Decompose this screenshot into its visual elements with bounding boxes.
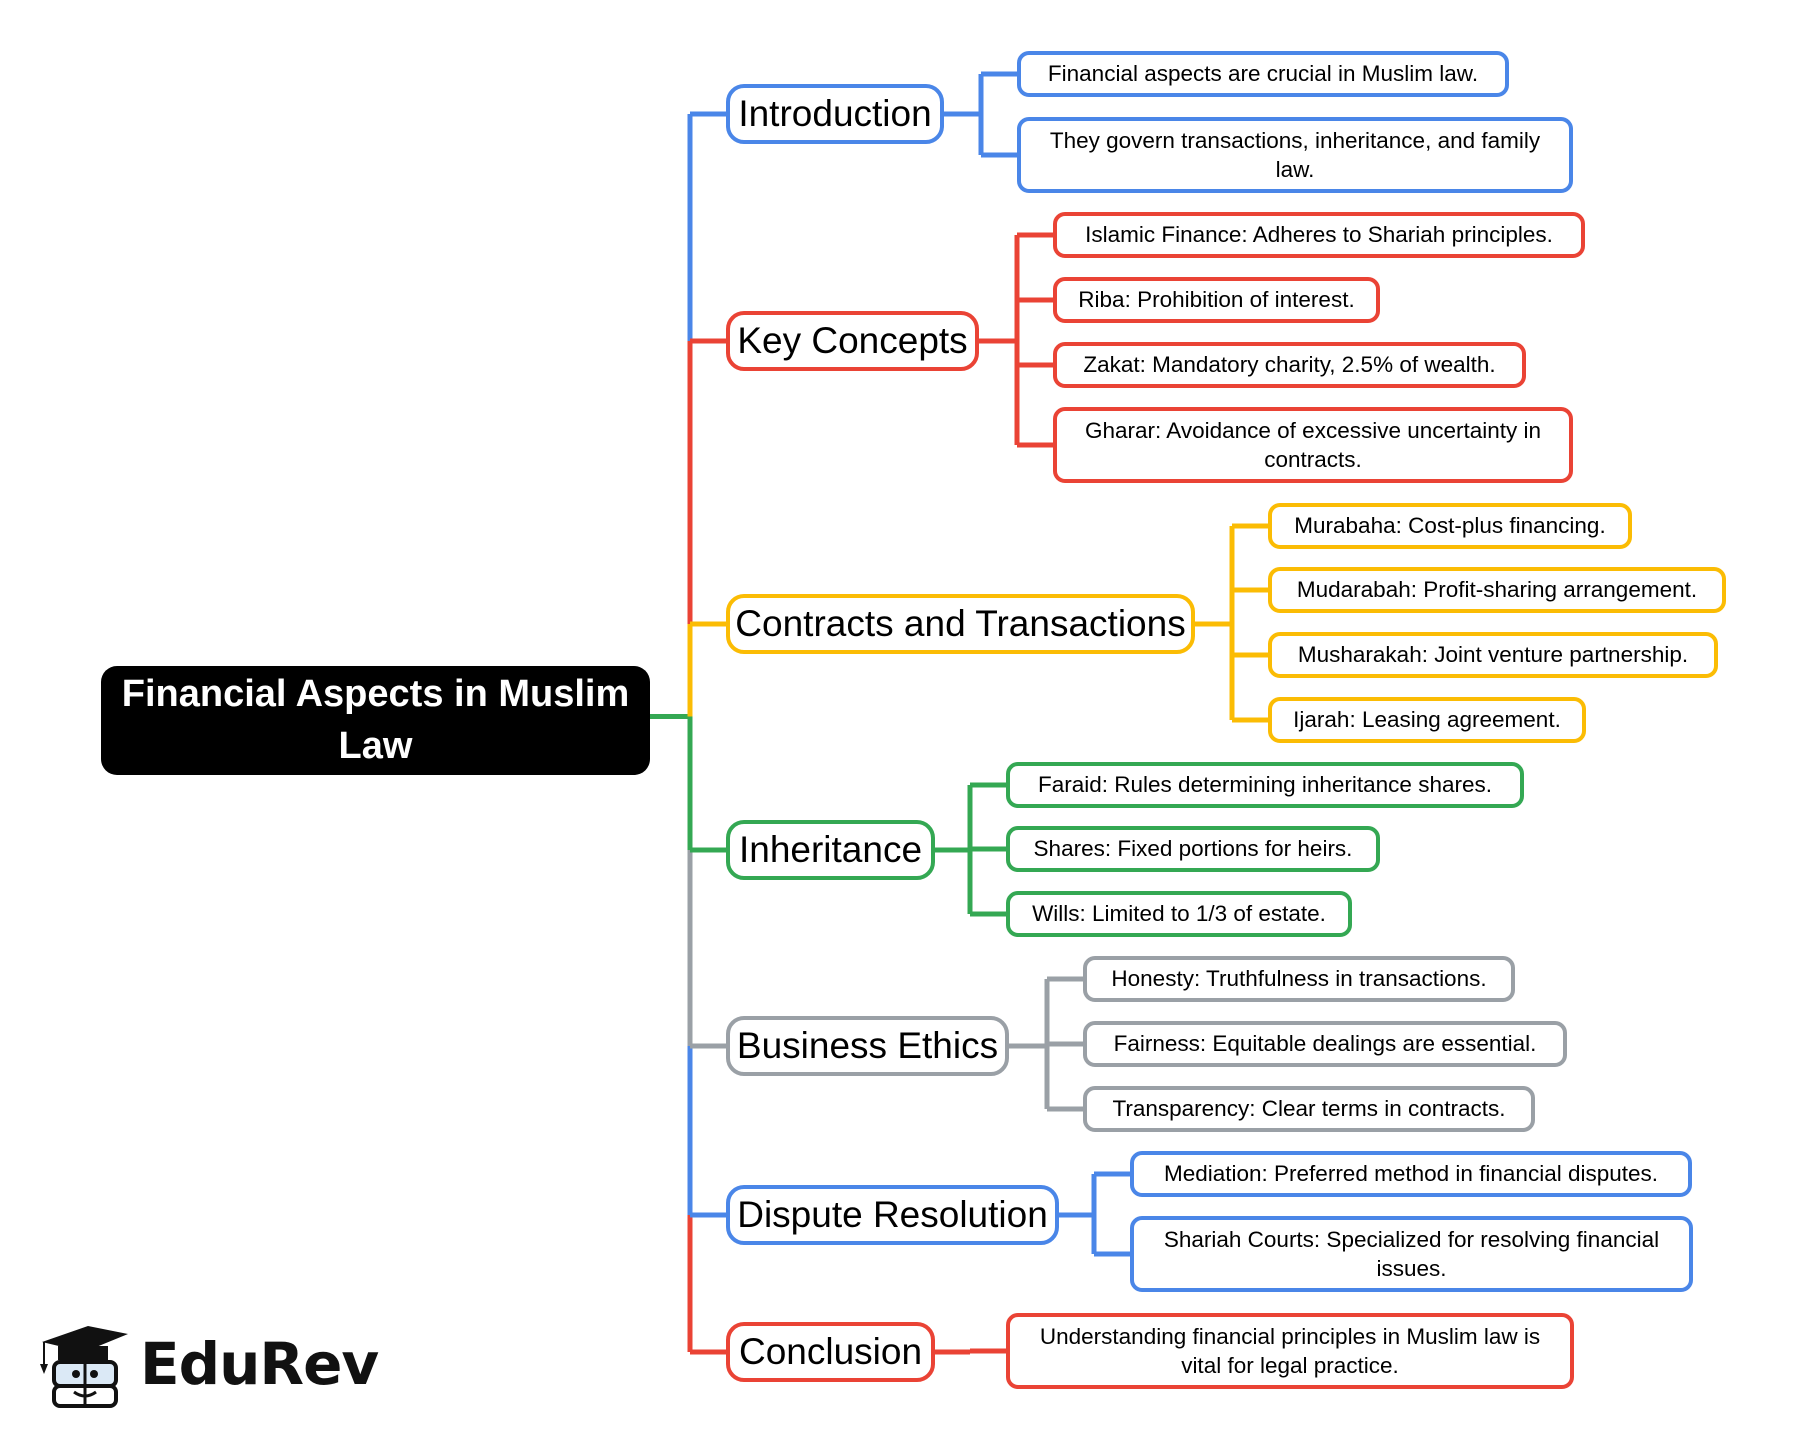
branch-label: Conclusion — [738, 1330, 923, 1372]
leaf-node: Understanding financial principles in Mu… — [1006, 1313, 1574, 1389]
logo-text: EduRev — [140, 1330, 379, 1398]
branch-key-concepts: Key Concepts — [726, 311, 979, 371]
leaf-text: They govern transactions, inheritance, a… — [1049, 127, 1541, 182]
branch-label: Inheritance — [738, 828, 923, 870]
leaf-node: Honesty: Truthfulness in transactions. — [1083, 956, 1515, 1002]
leaf-text: Mudarabah: Profit-sharing arrangement. — [1296, 577, 1698, 603]
leaf-node: They govern transactions, inheritance, a… — [1017, 117, 1573, 193]
leaf-text: Transparency: Clear terms in contracts. — [1112, 1096, 1506, 1122]
branch-label: Key Concepts — [737, 319, 968, 361]
leaf-text: Fairness: Equitable dealings are essenti… — [1113, 1031, 1537, 1057]
branch-label: Dispute Resolution — [737, 1193, 1048, 1235]
branch-dispute-resolution: Dispute Resolution — [726, 1185, 1059, 1245]
leaf-text: Shares: Fixed portions for heirs. — [1033, 836, 1353, 862]
leaf-node: Riba: Prohibition of interest. — [1053, 277, 1380, 323]
branch-label: Business Ethics — [736, 1024, 999, 1066]
leaf-node: Shares: Fixed portions for heirs. — [1006, 826, 1380, 872]
leaf-text: Mediation: Preferred method in financial… — [1163, 1161, 1659, 1187]
leaf-node: Fairness: Equitable dealings are essenti… — [1083, 1021, 1567, 1067]
leaf-text: Riba: Prohibition of interest. — [1078, 287, 1355, 313]
leaf-node: Zakat: Mandatory charity, 2.5% of wealth… — [1053, 342, 1526, 388]
leaf-text: Musharakah: Joint venture partnership. — [1297, 642, 1689, 668]
leaf-text: Ijarah: Leasing agreement. — [1293, 707, 1561, 733]
leaf-node: Ijarah: Leasing agreement. — [1268, 697, 1586, 743]
leaf-node: Financial aspects are crucial in Muslim … — [1017, 51, 1509, 97]
leaf-text: Understanding financial principles in Mu… — [1039, 1323, 1541, 1378]
branch-contracts-and-transactions: Contracts and Transactions — [726, 594, 1195, 654]
branch-label: Introduction — [738, 92, 932, 134]
leaf-node: Mudarabah: Profit-sharing arrangement. — [1268, 567, 1726, 613]
leaf-text: Honesty: Truthfulness in transactions. — [1111, 966, 1487, 992]
graduation-cap-mascot-icon — [40, 1326, 128, 1408]
leaf-node: Faraid: Rules determining inheritance sh… — [1006, 762, 1524, 808]
leaf-node: Murabaha: Cost-plus financing. — [1268, 503, 1632, 549]
leaf-node: Musharakah: Joint venture partnership. — [1268, 632, 1718, 678]
edurev-logo: EduRev — [36, 1320, 379, 1408]
leaf-node: Shariah Courts: Specialized for resolvin… — [1130, 1216, 1693, 1292]
leaf-text: Wills: Limited to 1/3 of estate. — [1032, 901, 1326, 927]
root-label: Financial Aspects in Muslim Law — [121, 673, 630, 767]
leaf-node: Wills: Limited to 1/3 of estate. — [1006, 891, 1352, 937]
branch-label: Contracts and Transactions — [735, 602, 1186, 644]
root-node: Financial Aspects in Muslim Law — [101, 666, 650, 775]
leaf-text: Financial aspects are crucial in Muslim … — [1047, 61, 1479, 87]
leaf-text: Faraid: Rules determining inheritance sh… — [1038, 772, 1492, 798]
branch-business-ethics: Business Ethics — [726, 1016, 1009, 1076]
leaf-text: Gharar: Avoidance of excessive uncertain… — [1084, 417, 1542, 472]
leaf-text: Islamic Finance: Adheres to Shariah prin… — [1085, 222, 1553, 248]
leaf-node: Mediation: Preferred method in financial… — [1130, 1151, 1692, 1197]
leaf-node: Gharar: Avoidance of excessive uncertain… — [1053, 407, 1573, 483]
leaf-node: Transparency: Clear terms in contracts. — [1083, 1086, 1535, 1132]
leaf-text: Shariah Courts: Specialized for resolvin… — [1163, 1226, 1660, 1281]
leaf-node: Islamic Finance: Adheres to Shariah prin… — [1053, 212, 1585, 258]
branch-introduction: Introduction — [726, 84, 944, 144]
leaf-text: Murabaha: Cost-plus financing. — [1294, 513, 1606, 539]
branch-inheritance: Inheritance — [726, 820, 935, 880]
branch-conclusion: Conclusion — [726, 1322, 935, 1382]
leaf-text: Zakat: Mandatory charity, 2.5% of wealth… — [1083, 352, 1496, 378]
